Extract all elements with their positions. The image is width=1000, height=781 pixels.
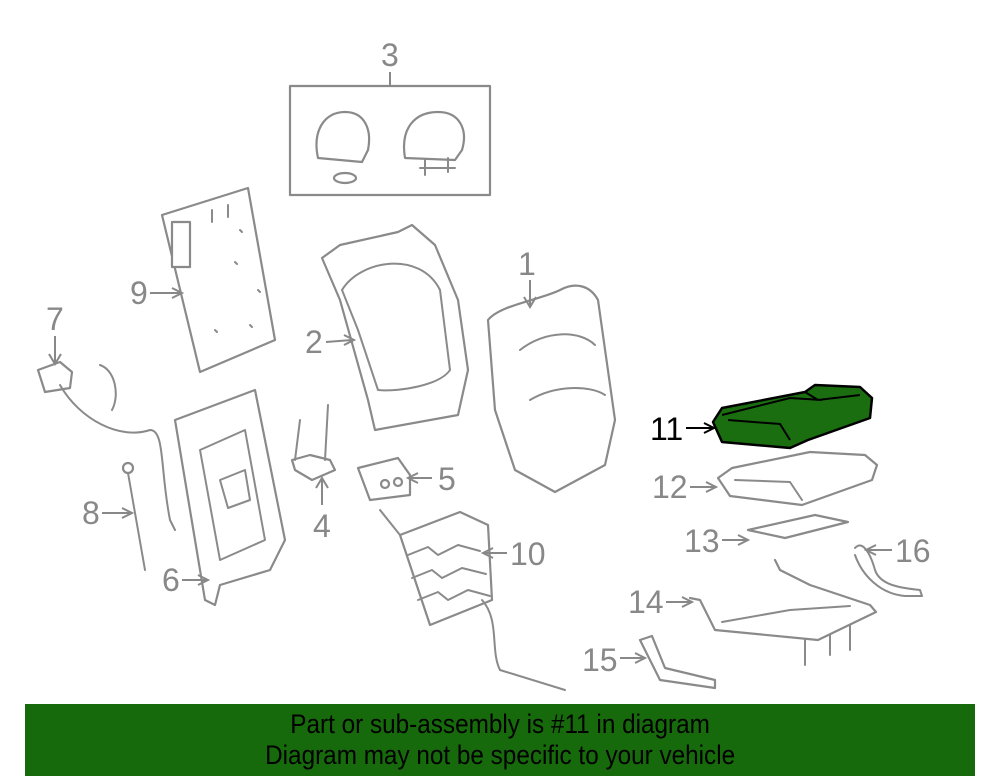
part-12-cushion-pad[interactable]	[716, 450, 879, 507]
part-6-seatback-frame[interactable]	[173, 388, 287, 607]
banner-line-part-number: Part or sub-assembly is #11 in diagram	[290, 709, 710, 739]
callout-16: 16	[863, 533, 931, 569]
callout-label-1: 1	[518, 246, 536, 282]
callout-label-3: 3	[381, 37, 399, 73]
callout-15: 15	[582, 642, 648, 678]
callout-label-12: 12	[652, 469, 688, 505]
callout-6: 6	[162, 562, 211, 598]
callout-label-8: 8	[82, 495, 100, 531]
part-15-bracket[interactable]	[638, 634, 717, 690]
part-9-back-panel[interactable]	[160, 186, 277, 374]
part-14-cushion-frame[interactable]	[688, 558, 878, 666]
callout-10: 10	[480, 536, 546, 572]
callout-label-5: 5	[438, 461, 456, 497]
callout-14: 14	[628, 584, 695, 620]
callout-13: 13	[684, 523, 751, 559]
part-10-lumbar-support[interactable]	[379, 509, 566, 691]
callout-label-4: 4	[313, 508, 331, 544]
part-11-seat-cushion-highlighted[interactable]	[711, 383, 874, 450]
callout-8: 8	[82, 495, 135, 531]
part-8-rod[interactable]	[121, 461, 146, 571]
callout-label-9: 9	[130, 275, 148, 311]
part-3-headrests[interactable]	[288, 84, 492, 197]
callout-label-11: 11	[650, 411, 683, 447]
callout-label-14: 14	[628, 584, 664, 620]
callout-4: 4	[313, 476, 331, 544]
callout-3: 3	[381, 37, 399, 86]
callout-9: 9	[130, 275, 185, 311]
callout-label-10: 10	[510, 536, 546, 572]
callout-label-7: 7	[46, 301, 64, 337]
part-2-seatback-cushion[interactable]	[320, 223, 470, 432]
callout-label-15: 15	[582, 642, 618, 678]
callout-1: 1	[518, 246, 537, 309]
part-4-bracket[interactable]	[290, 404, 337, 482]
callout-7: 7	[46, 301, 64, 366]
callout-5: 5	[405, 461, 456, 497]
banner-line-disclaimer: Diagram may not be specific to your vehi…	[264, 740, 735, 770]
part-7-wiring-harness[interactable]	[36, 360, 176, 531]
callout-label-16: 16	[895, 533, 931, 569]
part-1-seatback-cover[interactable]	[486, 284, 617, 494]
callout-11: 11	[650, 411, 717, 447]
part-5-switch-bracket[interactable]	[356, 456, 412, 502]
callout-label-6: 6	[162, 562, 180, 598]
callout-12: 12	[652, 469, 719, 505]
part-info-banner: Part or sub-assembly is #11 in diagram D…	[25, 704, 975, 776]
part-13-heater-mat[interactable]	[746, 513, 850, 540]
callout-label-13: 13	[684, 523, 720, 559]
callout-label-2: 2	[305, 324, 323, 360]
callout-2: 2	[305, 324, 357, 360]
